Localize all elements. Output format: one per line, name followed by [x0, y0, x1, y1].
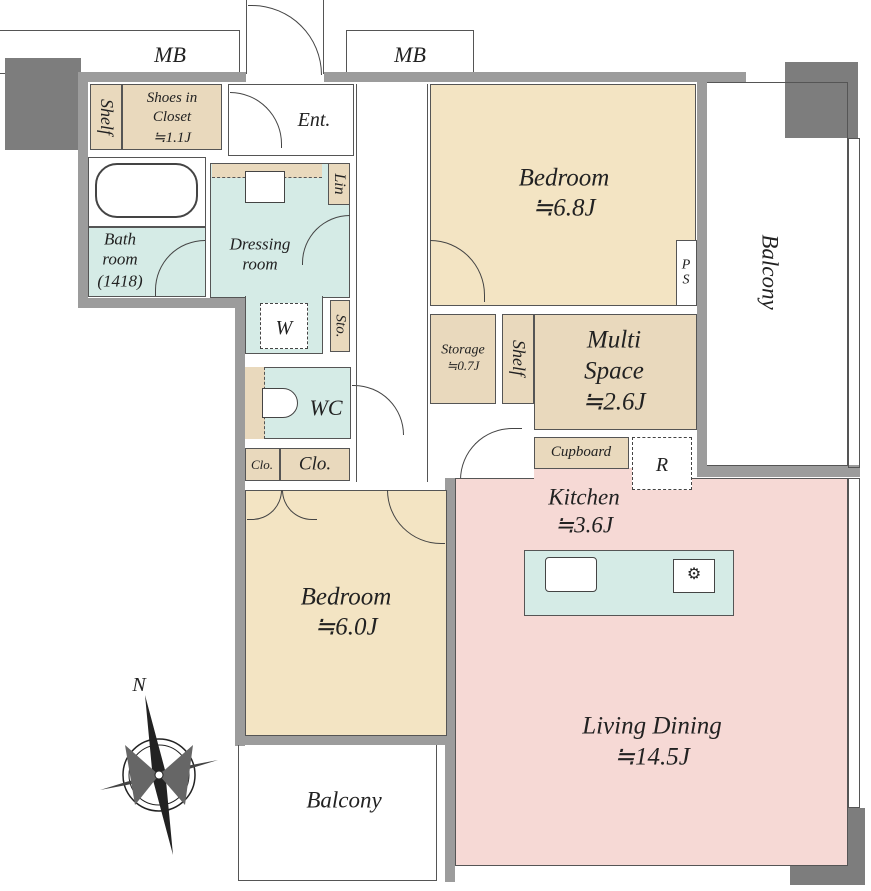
closet-small-label: Clo.	[250, 456, 274, 472]
bedroom-2-size: ≒6.0J	[314, 613, 378, 641]
kitchen-nook	[534, 468, 632, 480]
shelf-multi-label: Shelf	[508, 340, 529, 376]
entrance-door-frame	[246, 0, 324, 74]
wall	[445, 478, 455, 882]
sink-icon	[245, 171, 285, 203]
linen-label: Lin	[330, 173, 348, 195]
door-icon	[460, 428, 522, 480]
storage-name: Storage	[441, 342, 485, 358]
storage	[430, 314, 496, 404]
bathtub-icon	[95, 163, 198, 218]
mb-right-label: MB	[394, 41, 426, 67]
balcony-bottom	[238, 745, 437, 881]
shoes-closet	[122, 84, 222, 150]
pipe-space-label: PS	[681, 257, 691, 288]
refrigerator-space	[632, 437, 692, 490]
shelf-entrance	[90, 84, 122, 150]
bedroom-1-name: Bedroom	[518, 164, 610, 192]
bath-size: (1418)	[97, 271, 143, 291]
cupboard	[534, 437, 629, 469]
mb-left-label: MB	[154, 41, 186, 67]
kitchen-name: Kitchen	[548, 484, 620, 510]
multi-space-size: ≒2.6J	[582, 388, 646, 416]
balcony-railing	[848, 138, 860, 468]
bath-label: Bath	[103, 229, 137, 249]
wc-label: WC	[309, 394, 343, 420]
toilet-icon	[262, 388, 298, 418]
wall	[78, 72, 88, 308]
living-dining-name: Living Dining	[582, 712, 722, 740]
pipe-space	[676, 240, 697, 306]
bedroom-1-size: ≒6.8J	[532, 194, 596, 222]
bedroom-2-name: Bedroom	[300, 583, 392, 611]
pillar-top-left	[5, 58, 81, 150]
living-dining-size: ≒14.5J	[614, 743, 690, 771]
shoes-closet-name2: Closet	[152, 108, 192, 125]
multi-space	[534, 314, 697, 430]
stove-icon: ⚙	[673, 559, 715, 593]
balcony-right	[707, 82, 848, 466]
linen-closet	[328, 163, 350, 205]
cupboard-label: Cupboard	[550, 443, 612, 460]
closet-small	[245, 448, 280, 481]
shoes-closet-name: Shoes in	[146, 89, 198, 106]
wall	[324, 72, 746, 82]
closet-label: Clo.	[298, 453, 332, 475]
shoes-closet-size: ≒1.1J	[153, 129, 191, 146]
entrance-label: Ent.	[297, 109, 331, 131]
washer-space	[260, 303, 308, 349]
hallway	[356, 84, 428, 482]
storage-small-label: Sto.	[332, 314, 349, 338]
wall	[697, 465, 860, 477]
storage-size: ≒0.7J	[446, 357, 480, 373]
balcony-right-label: Balcony	[757, 234, 783, 310]
kitchen-size: ≒3.6J	[554, 512, 614, 538]
living-dining	[455, 478, 848, 866]
closet	[280, 448, 350, 481]
wall	[78, 72, 246, 82]
storage-small	[330, 300, 350, 352]
multi-space-name: Multi	[586, 326, 642, 354]
pillar-top-right	[785, 62, 858, 138]
shelf-entrance-label: Shelf	[96, 99, 117, 135]
compass-north-label: N	[132, 674, 146, 696]
balcony-bottom-label: Balcony	[306, 787, 382, 813]
bath-label2: room	[102, 249, 138, 269]
dressing-label2: room	[242, 254, 278, 274]
dressing-label: Dressing	[229, 234, 291, 254]
wall	[235, 298, 245, 746]
wall	[78, 298, 246, 308]
sink-icon	[545, 557, 597, 592]
refrigerator-label: R	[655, 454, 669, 476]
multi-space-name2: Space	[584, 357, 644, 385]
compass-rose-icon	[100, 695, 218, 855]
wall	[235, 736, 447, 745]
wall	[697, 82, 707, 476]
window	[848, 478, 860, 808]
washer-label: W	[275, 317, 293, 339]
shelf-multi	[502, 314, 534, 404]
